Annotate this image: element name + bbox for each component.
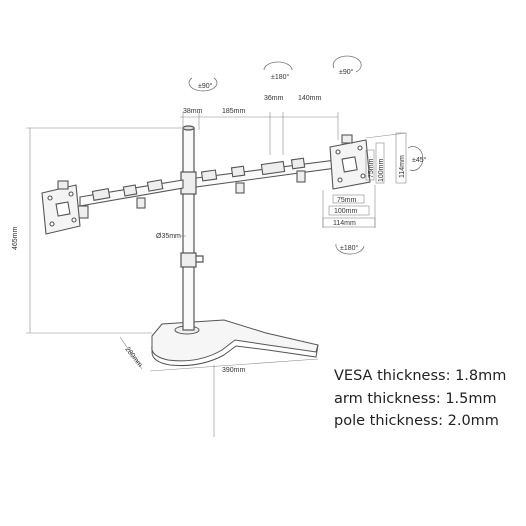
middle-swivel-label: ±180°: [271, 73, 290, 81]
pole-collar-lower: [180, 252, 197, 268]
base-depth-label: 280mm: [123, 346, 143, 369]
rotation-arcs: [188, 55, 424, 255]
monitor-arms: [77, 157, 337, 219]
left-tilt-label: ±90°: [198, 82, 213, 90]
left-tilt-arc-icon: [188, 77, 218, 92]
vesa-100-horizontal: 100mm: [334, 208, 358, 215]
vesa-114-horizontal: 114mm: [333, 220, 356, 227]
right-vesa-plate: [329, 134, 371, 190]
right-tilt-label: ±90°: [339, 68, 354, 76]
rotate-45-arc-icon: [407, 146, 424, 171]
middle-swivel-arc-icon: [263, 61, 293, 71]
stand-pole: [180, 125, 204, 331]
vesa-75-horizontal: 75mm: [337, 197, 357, 204]
arm-thickness-spec: arm thickness: 1.5mm: [334, 391, 497, 407]
arm-dim-140: 140mm: [298, 95, 322, 102]
arm-dim-36: 36mm: [264, 95, 284, 102]
dimension-lines: [26, 112, 407, 437]
vesa-thickness-spec: VESA thickness: 1.8mm: [334, 368, 507, 384]
stand-height-label: 465mm: [12, 226, 19, 250]
arm-dim-38: 38mm: [183, 108, 203, 115]
rotate-45-label: ±45°: [412, 156, 427, 164]
arm-dim-185: 185mm: [222, 108, 246, 115]
rotate-180-arc-icon: [335, 243, 365, 255]
vesa-75-vertical: 75mm: [368, 158, 375, 178]
pole-diameter-label: Ø35mm: [156, 233, 181, 240]
rotate-180-label: ±180°: [340, 244, 359, 252]
vesa-100-vertical: 100mm: [378, 158, 385, 182]
base-width-label: 390mm: [222, 367, 246, 374]
vesa-114-vertical: 114mm: [399, 155, 406, 178]
left-vesa-plate: [41, 180, 81, 235]
pole-thickness-spec: pole thickness: 2.0mm: [334, 413, 499, 429]
stand-base: [151, 319, 319, 366]
right-tilt-arc-icon: [332, 55, 362, 73]
